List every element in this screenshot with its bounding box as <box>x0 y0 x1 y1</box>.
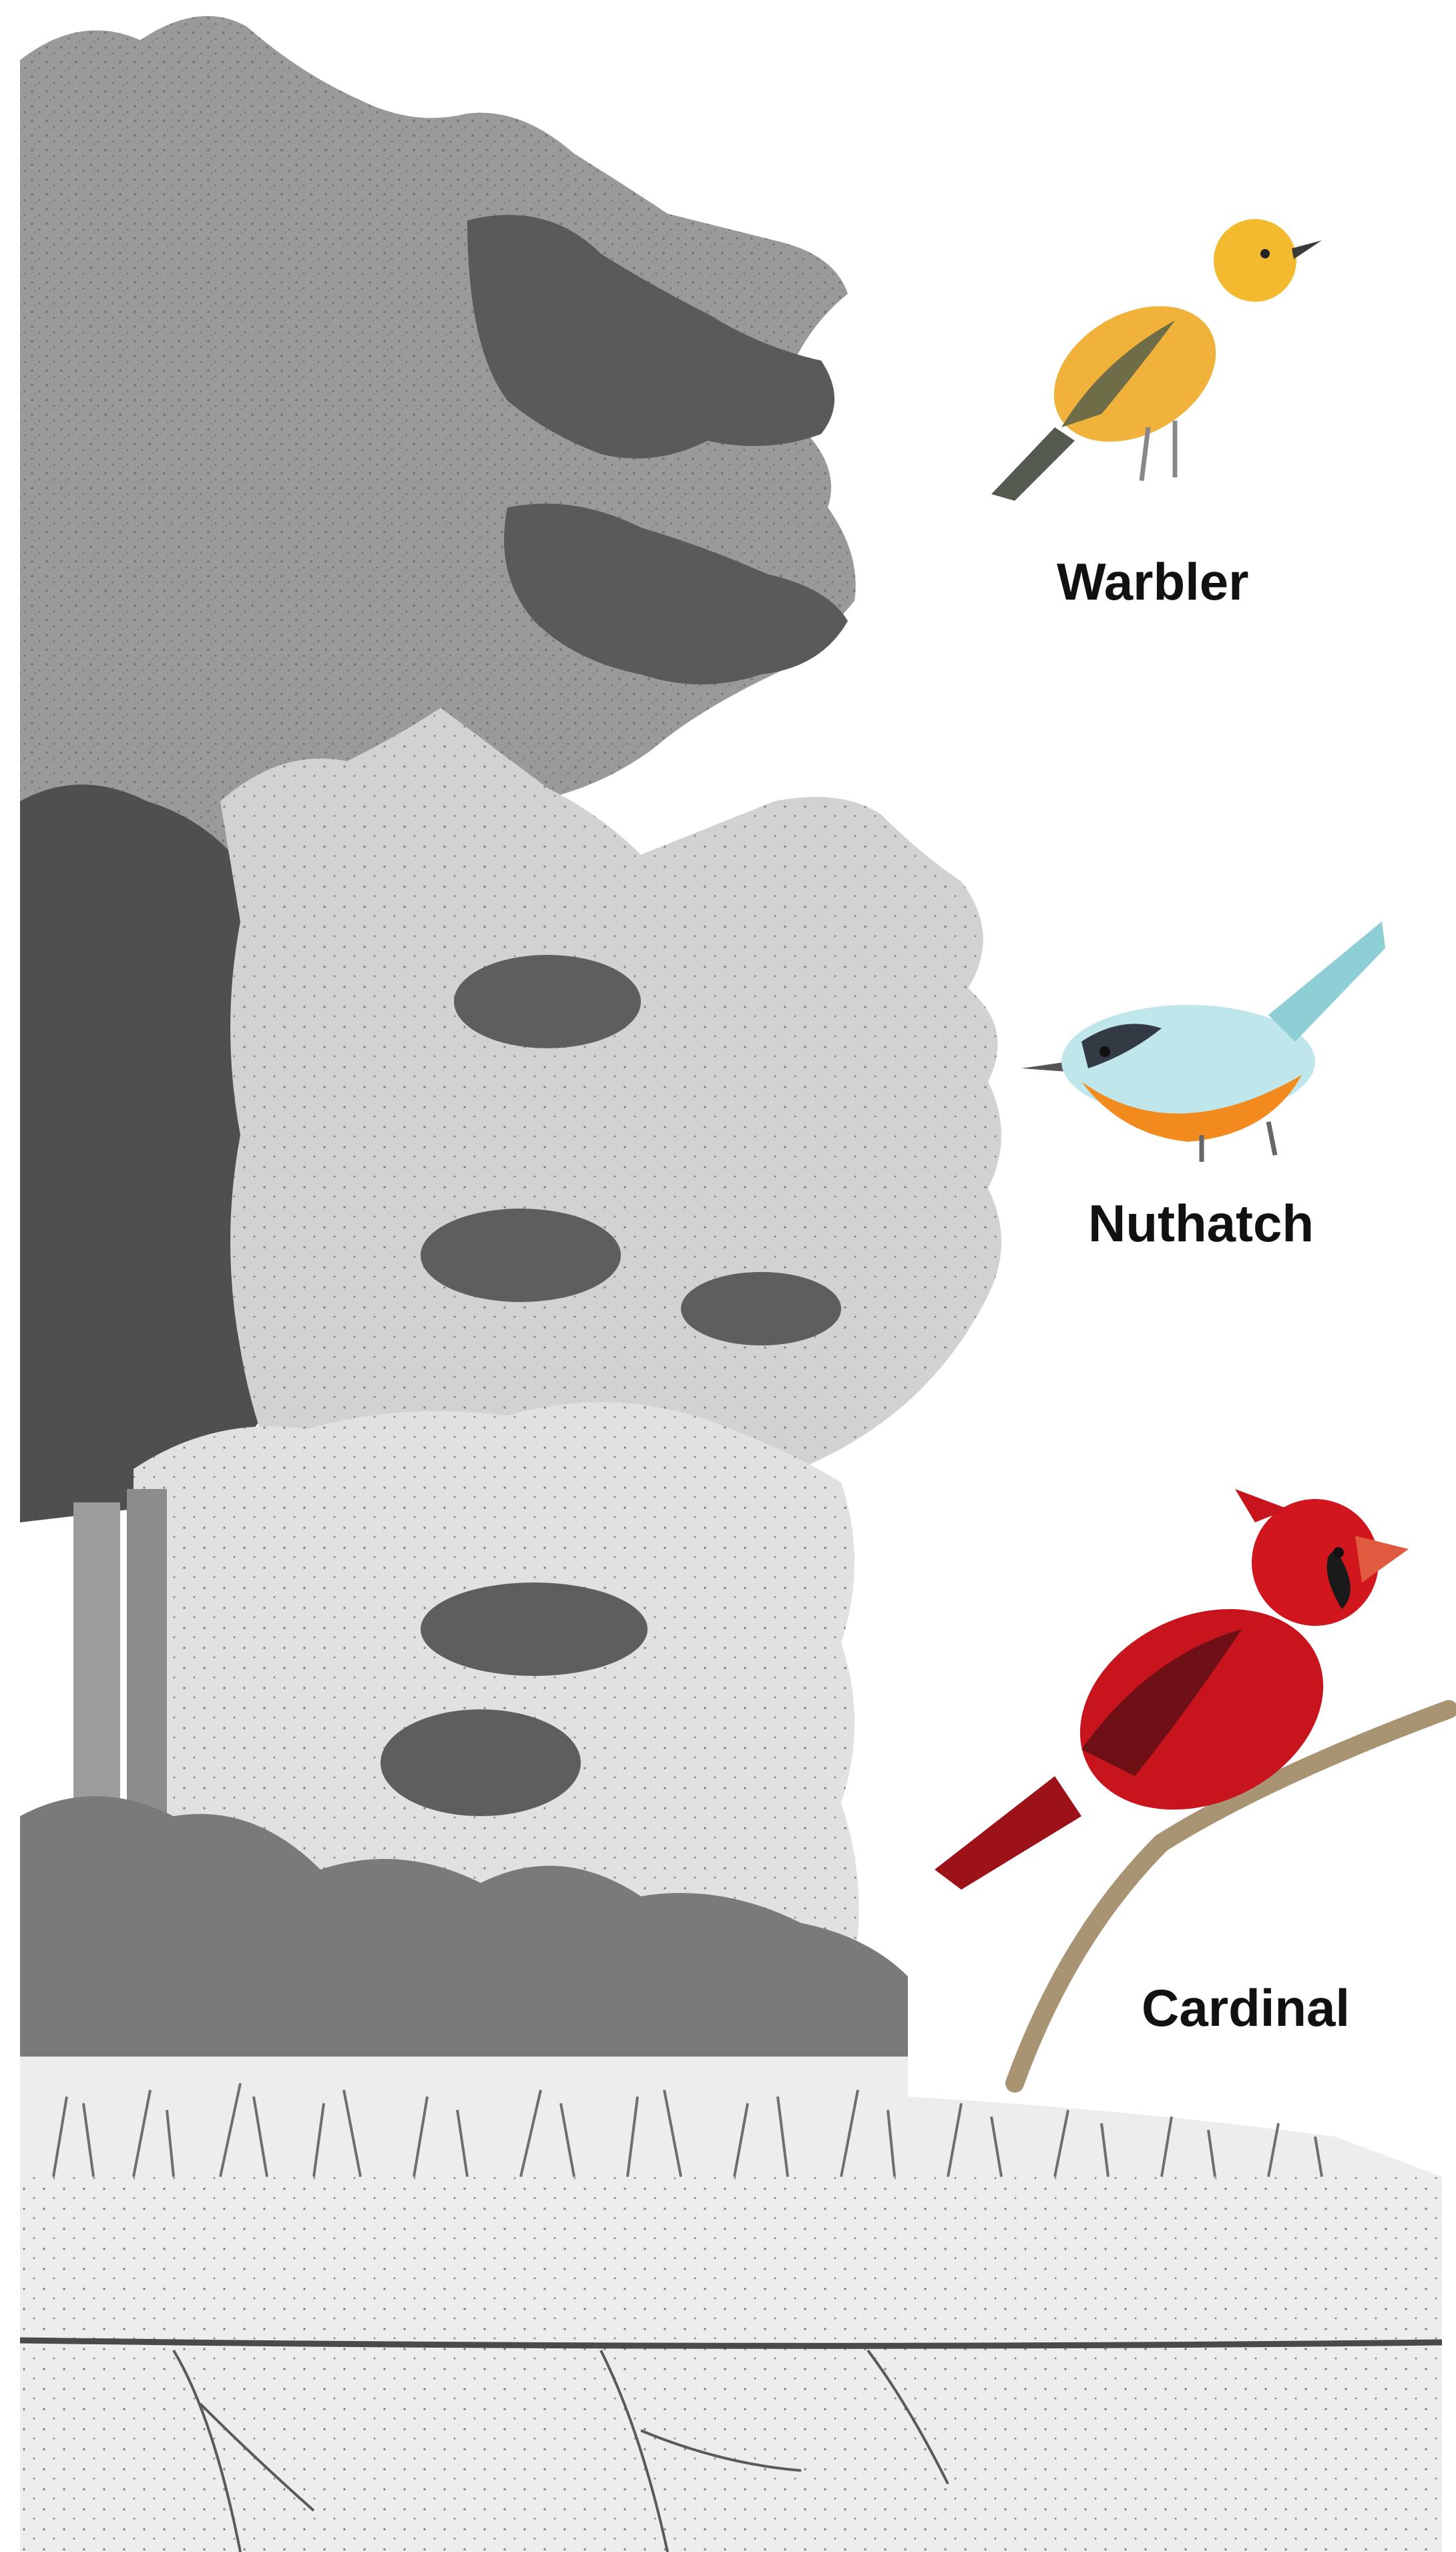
warbler-label: Warbler <box>1057 556 1249 608</box>
tree-canopy-illustration <box>20 16 1001 2097</box>
nuthatch-label: Nuthatch <box>1088 1197 1314 1249</box>
warbler-bird-icon <box>991 219 1322 501</box>
cardinal-label: Cardinal <box>1142 1982 1350 2034</box>
ground-layer <box>20 2057 1442 2552</box>
nuthatch-bird-icon <box>1021 921 1385 1162</box>
